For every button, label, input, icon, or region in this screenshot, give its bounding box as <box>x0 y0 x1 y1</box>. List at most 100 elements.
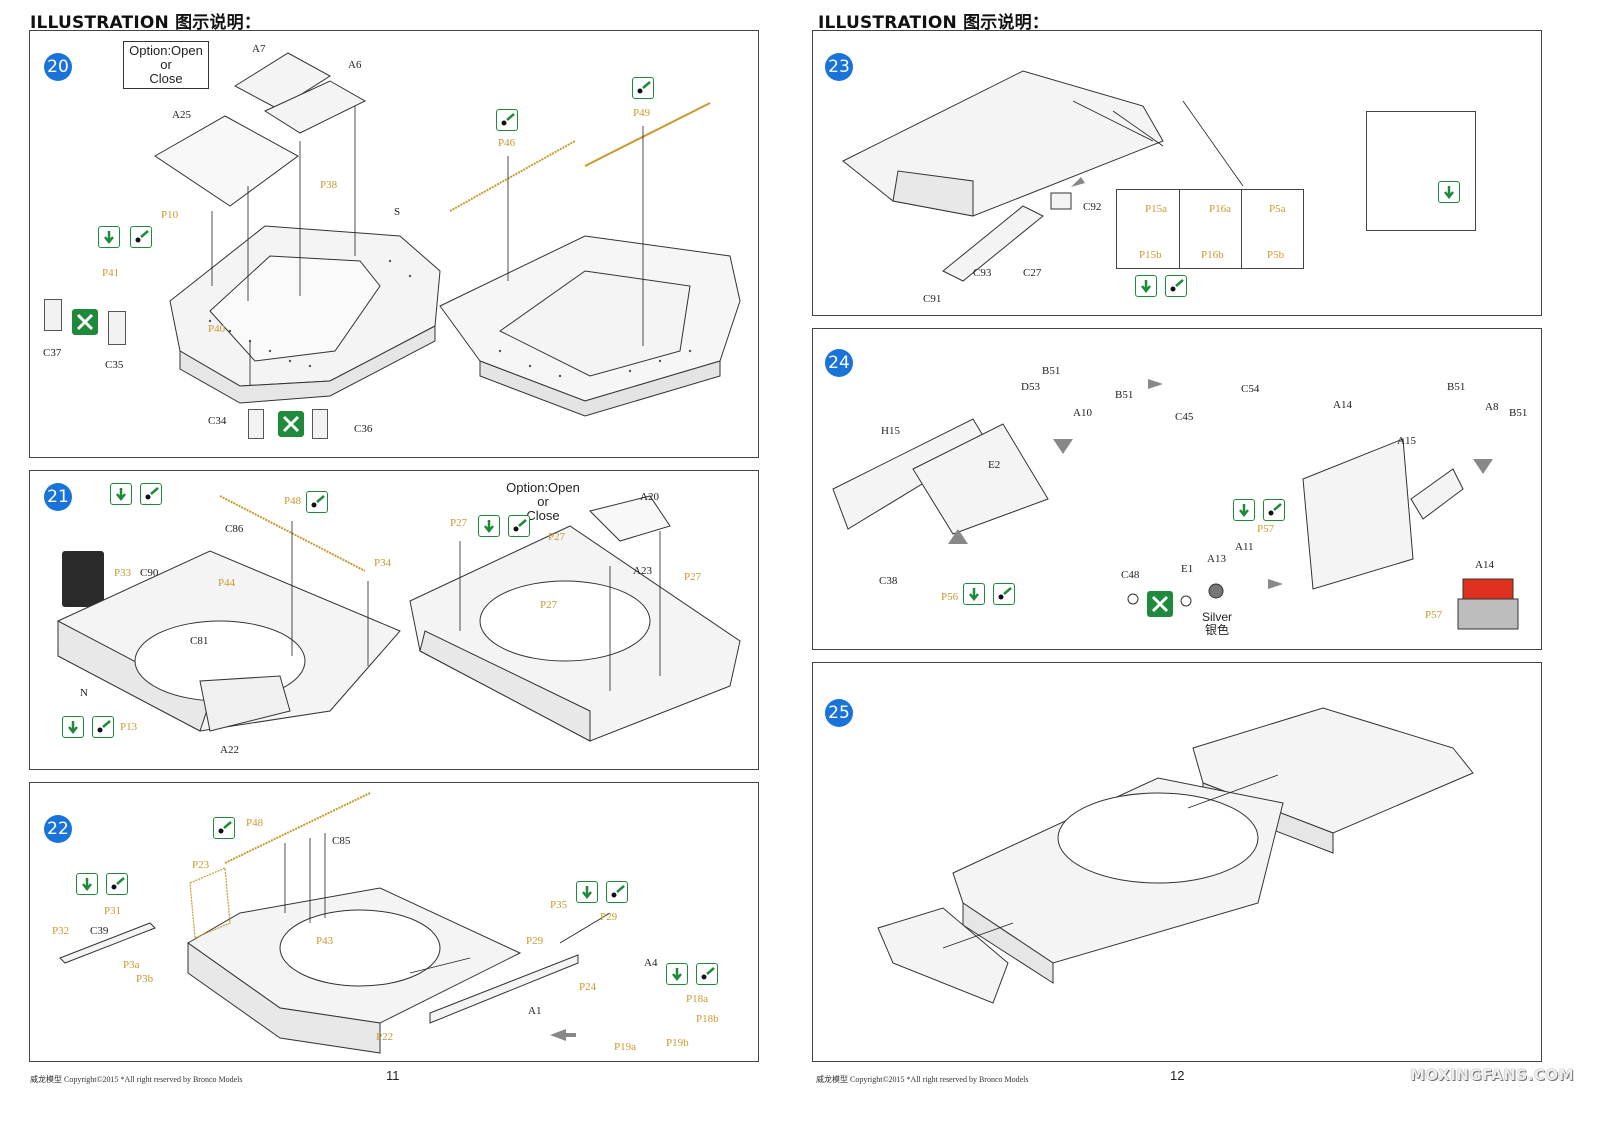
part-label-A4: A4 <box>644 957 658 969</box>
part-label-C35: C35 <box>105 359 124 371</box>
pe-label-P29: P29 <box>600 911 618 923</box>
step-25-badge: 25 <box>825 699 853 727</box>
part-label-B51: B51 <box>1115 389 1134 401</box>
glue-brush-icon <box>130 226 152 248</box>
pe-label-P29: P29 <box>526 935 544 947</box>
part-label-D53: D53 <box>1021 381 1040 393</box>
pe-label-P57: P57 <box>1257 523 1275 535</box>
part-label-C38: C38 <box>879 575 898 587</box>
pe-label-P16a: P16a <box>1209 203 1231 215</box>
part-label-C27: C27 <box>1023 267 1042 279</box>
part-c37-card <box>44 299 62 331</box>
step-25-drawing <box>877 707 1474 1004</box>
step-21-panel: 21 Option:Open or Close <box>29 470 759 770</box>
footer-copyright: 威龙模型 Copyright©2015 *All right reserved … <box>816 1075 1029 1084</box>
part-label-A23: A23 <box>633 565 652 577</box>
step-21-badge: 21 <box>44 483 72 511</box>
glue-brush-icon <box>696 963 718 985</box>
part-label-C81: C81 <box>190 635 209 647</box>
side-detail-box <box>1366 111 1476 231</box>
part-label-A6: A6 <box>348 59 362 71</box>
part-label-N: N <box>80 687 88 699</box>
part-label-A14: A14 <box>1333 399 1352 411</box>
cut-from-fret-icon <box>1233 499 1255 521</box>
cut-from-fret-icon <box>62 716 84 738</box>
page-number: 11 <box>386 1068 400 1083</box>
glue-brush-icon <box>606 881 628 903</box>
part-label-C37: C37 <box>43 347 62 359</box>
option-open-close-note: Option:Open or Close <box>506 480 580 523</box>
part-label-C54: C54 <box>1241 383 1260 395</box>
part-label-A8: A8 <box>1485 401 1499 413</box>
pe-label-P27: P27 <box>450 517 468 529</box>
pe-label-P18b: P18b <box>696 1013 719 1025</box>
part-label-S: S <box>394 206 401 218</box>
part-label-E1: E1 <box>1181 563 1194 575</box>
page-right: ILLUSTRATION 图示说明： 23 C92 C93 C27 C91 P1… <box>812 0 1600 1110</box>
step-22-badge: 22 <box>44 815 72 843</box>
page-left: ILLUSTRATION 图示说明： 20 Option:Open or Clo… <box>0 0 790 1110</box>
pe-label-P27: P27 <box>548 531 566 543</box>
part-label-C91: C91 <box>923 293 942 305</box>
glue-brush-icon <box>1263 499 1285 521</box>
glue-brush-icon <box>632 77 654 99</box>
flip-side-icon <box>1147 591 1173 617</box>
pe-label-P23: P23 <box>192 859 210 871</box>
part-c34-card <box>248 409 264 439</box>
part-label-A10: A10 <box>1073 407 1092 419</box>
part-label-C45: C45 <box>1175 411 1194 423</box>
page-number: 12 <box>1170 1068 1185 1083</box>
pe-label-P15b: P15b <box>1139 249 1162 261</box>
part-label-C85: C85 <box>332 835 351 847</box>
pe-label-P44: P44 <box>218 577 236 589</box>
step-20-panel: 20 Option:Open or Close <box>29 30 759 458</box>
step-20-drawing <box>154 52 741 417</box>
pe-label-P48: P48 <box>246 817 264 829</box>
part-label-C90: C90 <box>140 567 159 579</box>
pe-label-P35: P35 <box>550 899 568 911</box>
part-label-C86: C86 <box>225 523 244 535</box>
pe-label-P3b: P3b <box>136 973 154 985</box>
part-label-C34: C34 <box>208 415 227 427</box>
pe-label-P43: P43 <box>316 935 334 947</box>
glue-brush-icon <box>306 491 328 513</box>
option-open-close-note: Option:Open or Close <box>123 41 209 89</box>
site-watermark: MOXINGFANS.COM <box>1410 1066 1575 1084</box>
pe-label-P27: P27 <box>540 599 558 611</box>
glue-brush-icon <box>1165 275 1187 297</box>
pe-label-P57: P57 <box>1425 609 1443 621</box>
part-label-B51: B51 <box>1447 381 1466 393</box>
cut-from-fret-icon <box>110 483 132 505</box>
step-24-drawing <box>832 379 1519 630</box>
silver-paint-note: Silver 银色 <box>1201 610 1232 637</box>
pe-label-P5b: P5b <box>1267 249 1285 261</box>
step-25-panel: 25 <box>812 662 1542 1062</box>
part-label-C39: C39 <box>90 925 109 937</box>
glue-brush-icon <box>140 483 162 505</box>
footer-copyright: 威龙模型 Copyright©2015 *All right reserved … <box>30 1075 243 1084</box>
pe-label-P13: P13 <box>120 721 138 733</box>
pe-label-P38: P38 <box>320 179 338 191</box>
page-header-right: ILLUSTRATION 图示说明： <box>818 13 1050 33</box>
pe-label-P16b: P16b <box>1201 249 1224 261</box>
part-label-C92: C92 <box>1083 201 1102 213</box>
step-23-drawing <box>842 70 1244 282</box>
cut-from-fret-icon <box>76 873 98 895</box>
glue-brush-icon <box>106 873 128 895</box>
part-label-A25: A25 <box>172 109 191 121</box>
step-23-panel: 23 C92 C93 C27 C91 P15a P15b P16a P16b <box>812 30 1542 316</box>
pe-label-P46: P46 <box>498 137 516 149</box>
cut-from-fret-icon <box>963 583 985 605</box>
flip-side-icon <box>278 411 304 437</box>
part-c36-card <box>312 409 328 439</box>
pe-label-P31: P31 <box>104 905 122 917</box>
step-20-badge: 20 <box>44 53 72 81</box>
part-label-C93: C93 <box>973 267 992 279</box>
part-label-A22: A22 <box>220 744 239 756</box>
pe-label-P10: P10 <box>161 209 179 221</box>
part-label-A14: A14 <box>1475 559 1494 571</box>
step-22-panel: 22 P48 C85 P23 P31 P32 C39 P3a <box>29 782 759 1062</box>
cut-from-fret-icon <box>576 881 598 903</box>
pe-label-P24: P24 <box>579 981 597 993</box>
glue-brush-icon <box>993 583 1015 605</box>
